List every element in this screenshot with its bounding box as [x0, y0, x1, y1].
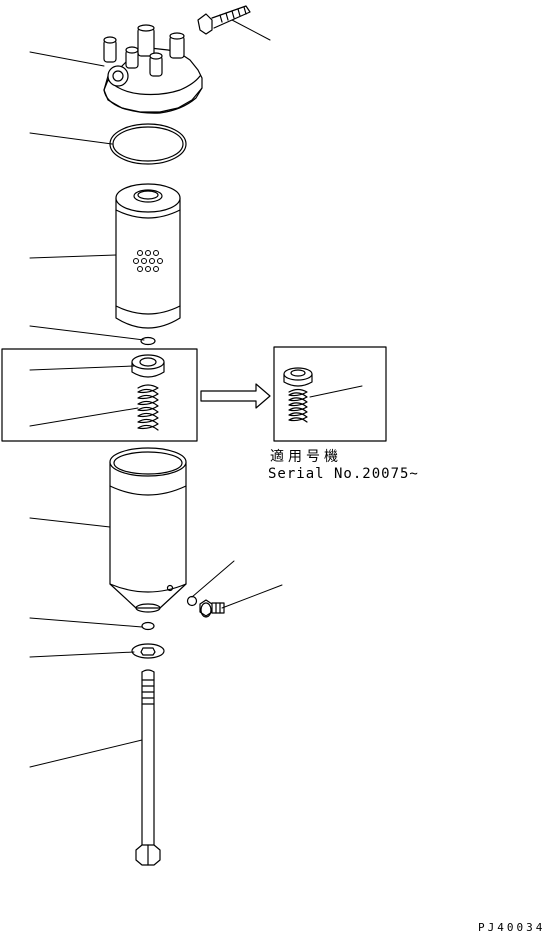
leader-lines: [30, 20, 362, 767]
drain-plug: [200, 600, 224, 617]
replacement-arrow: [201, 384, 270, 408]
washer: [132, 644, 164, 658]
new-spring: [289, 390, 307, 423]
small-seal: [141, 338, 155, 345]
applicable-serial-label: 適用号機: [270, 449, 342, 465]
case-seal: [142, 623, 154, 630]
o-ring: [110, 124, 186, 164]
spring-seat: [132, 355, 164, 377]
filter-element: [116, 184, 180, 328]
mounting-bolt: [198, 6, 250, 34]
new-spring-seat: [284, 368, 312, 386]
filter-case: [110, 448, 186, 612]
spring: [138, 385, 158, 430]
filter-head: [104, 25, 202, 113]
superseded-parts-box: [2, 349, 197, 441]
new-parts-box: [274, 347, 386, 441]
drawing-number: PJ40034: [478, 921, 546, 934]
drain-seal: [188, 597, 197, 606]
serial-number-label: Serial No.20075~: [268, 466, 419, 482]
center-bolt: [136, 670, 160, 865]
